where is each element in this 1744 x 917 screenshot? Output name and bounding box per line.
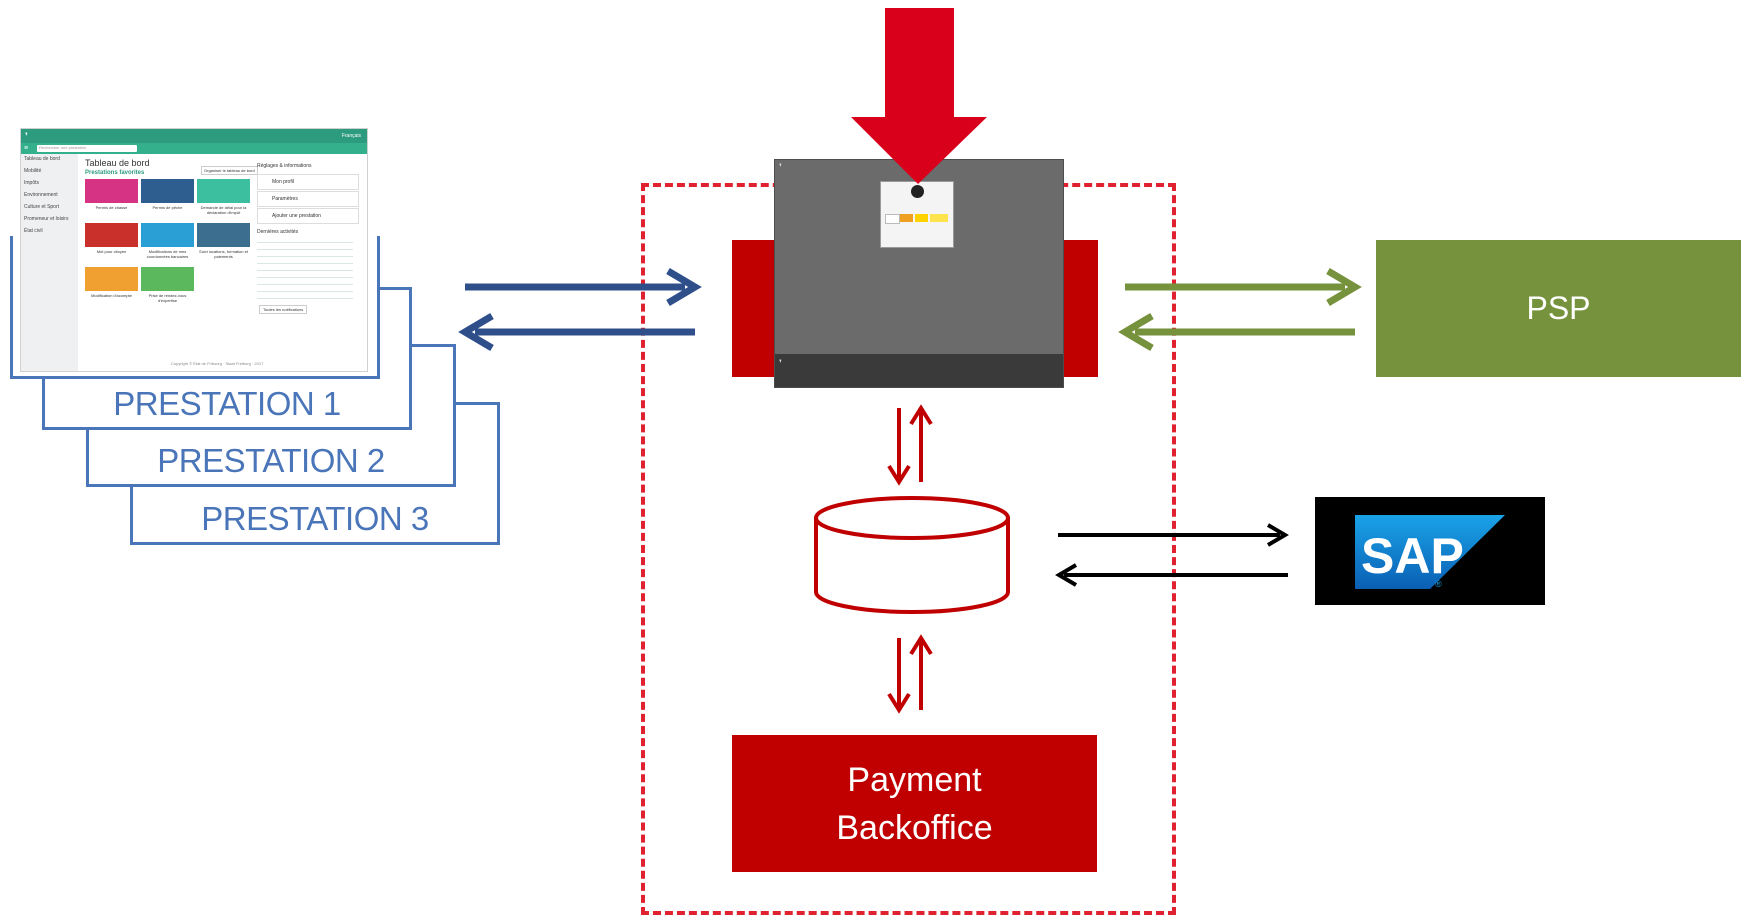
tile-coordonnees-bancaires[interactable] [141,223,194,247]
tile-label: Permis de chasse [95,205,128,210]
arrow-prestations-to-gateway [465,267,702,307]
tile-label: Mot pour citoyen [96,249,127,254]
postfinance-card-icon[interactable] [915,214,928,222]
sidebar-item[interactable]: Mobilité [24,168,42,174]
payment-gateway-block-right [1058,240,1098,377]
sidebar-item[interactable]: Culture et Sport [24,204,60,210]
arrow-database-to-sap [1058,523,1289,547]
all-notifications-button[interactable]: Toutes les notifications [259,305,308,314]
tile-label: Permis de pêche [152,205,183,210]
tile-label: Modification d'acompte [91,293,132,298]
activity-list [257,239,353,299]
activity-title: Dernières activités [257,229,299,235]
visa-card-icon[interactable] [885,214,900,224]
arrow-database-to-gateway [909,404,933,482]
portal-search-bar: ≡ Rechercher une prestation [21,143,367,154]
mastercard-icon[interactable] [900,214,913,222]
settings-item-parametres[interactable]: Paramètres [257,191,359,207]
database-icon [814,496,1010,614]
arrow-gateway-to-psp [1125,267,1362,307]
arrow-gateway-to-database [887,408,911,486]
organize-button[interactable]: Organiser le tableau de bord [201,166,258,175]
sap-logo-icon: SAP ® [1355,515,1505,589]
portal-header: ❜ Français [21,129,367,143]
sidebar-item[interactable]: Impôts [24,180,40,186]
sidebar-item[interactable]: État civil [24,228,43,234]
portal-logo-icon: ❜ [25,131,28,141]
portal-page-title: Tableau de bord [85,158,150,168]
portal-footer: Copyright © État de Fribourg · Staat Fre… [171,361,264,366]
big-red-arrow [851,8,987,184]
portal-section-title: Prestations favorites [85,170,145,176]
tile-permis-chasse[interactable] [85,179,138,203]
sap-text: SAP [1361,528,1464,584]
arrow-backoffice-to-database [909,634,933,710]
payment-logo-icon: ❜ [779,163,782,173]
tile-label: Prise de rendez-vous d'expertise [148,293,187,303]
sidebar-item[interactable]: Promeneur et loisirs [24,216,69,222]
footer-logo-icon: ❜ [779,359,782,369]
settings-item-ajouter[interactable]: Ajouter une prestation [257,208,359,224]
prestation-label-2: PRESTATION 2 [157,442,385,479]
arrow-gateway-to-prestations [458,312,695,352]
sidebar-item[interactable]: Tableau de bord [24,156,60,162]
svg-text:®: ® [1435,579,1442,589]
backoffice-label-line2: Backoffice [836,808,993,847]
tile-modification-acompte[interactable] [85,267,138,291]
tile-delai-impot[interactable] [197,179,250,203]
tile-mot-citoyen[interactable] [85,223,138,247]
backoffice-label-line1: Payment [847,760,982,799]
arrow-sap-to-database [1055,563,1288,587]
arrow-psp-to-gateway [1118,312,1355,352]
prestation-label-1: PRESTATION 1 [113,385,341,422]
tile-label: Demande de délai pour la déclaration d'i… [200,205,247,215]
portal-sidebar: Tableau de bord Mobilité Impôts Environn… [21,154,78,371]
portal-screenshot: ❜ Français ≡ Rechercher une prestation T… [20,128,368,372]
sap-logo: SAP ® [1315,497,1545,605]
sidebar-item[interactable]: Environnement [24,192,58,198]
tile-label: Suivi locations, formation et paiements [199,249,248,259]
tile-permis-peche[interactable] [141,179,194,203]
payment-gateway-block-left [732,240,780,377]
tile-suivi-locations[interactable] [197,223,250,247]
payment-backoffice-box: Payment Backoffice [732,735,1097,872]
arrow-database-to-backoffice [887,638,911,714]
postfinance-efinance-icon[interactable] [930,214,948,222]
tile-label: Modifications de mes coordonnées bancair… [146,249,189,259]
dialog-logo-icon [911,185,924,198]
payment-dialog[interactable] [880,181,954,248]
psp-label: PSP [1526,290,1591,326]
menu-icon[interactable]: ≡ [24,145,29,152]
portal-search-input[interactable]: Rechercher une prestation [37,145,137,152]
settings-item-profil[interactable]: Mon profil [257,174,359,190]
portal-language[interactable]: Français [341,133,361,139]
prestation-label-3: PRESTATION 3 [201,500,429,537]
tile-rendez-vous-expertise[interactable] [141,267,194,291]
psp-box: PSP [1376,240,1741,377]
settings-title: Réglages & informations [257,163,312,169]
payment-page-footer: ❜ [775,354,1063,387]
